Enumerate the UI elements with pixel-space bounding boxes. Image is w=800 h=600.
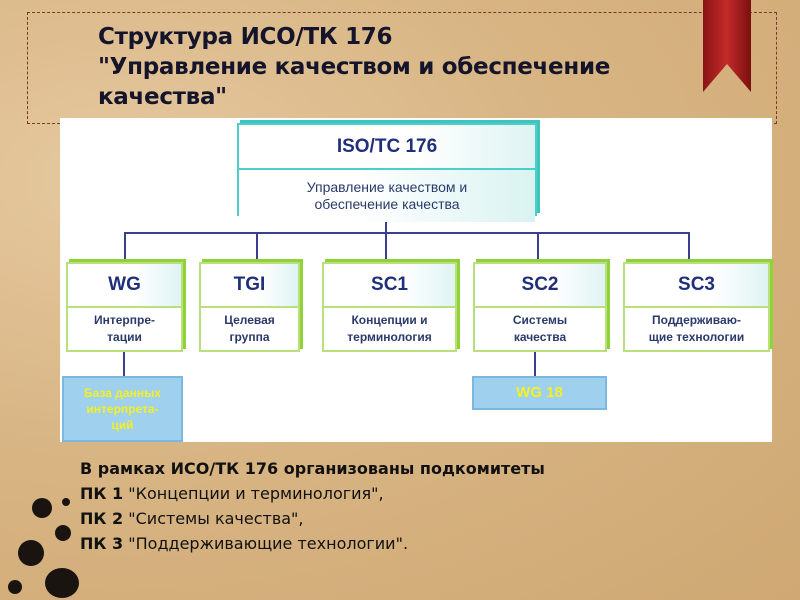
node-sc1: SC1 Концепции и терминология: [322, 262, 457, 352]
connector: [124, 232, 690, 234]
item-code: ПК 1: [80, 484, 124, 503]
node-sc2: SC2 Системы качества: [473, 262, 607, 352]
node-sc3: SC3 Поддерживаю- щие технологии: [623, 262, 770, 352]
node-code: TGI: [201, 264, 298, 308]
root-node: ISO/TC 176 Управление качеством и обеспе…: [237, 123, 537, 222]
item-text: "Поддерживающие технологии".: [123, 534, 409, 553]
connector: [688, 232, 690, 262]
node-name: Целевая группа: [224, 313, 275, 344]
list-item: ПК 2 "Системы качества",: [80, 506, 545, 531]
sc2-sub-node: WG 18: [472, 376, 607, 410]
slide-title: Структура ИСО/ТК 176 "Управление качеств…: [98, 24, 611, 110]
connector: [534, 352, 536, 376]
item-code: ПК 2: [80, 509, 124, 528]
connector: [124, 232, 126, 262]
item-text: "Системы качества",: [123, 509, 304, 528]
list-item: ПК 1 "Концепции и терминология",: [80, 481, 545, 506]
node-code: WG: [68, 264, 181, 308]
body-text: В рамках ИСО/ТК 176 организованы подкоми…: [80, 456, 545, 556]
item-code: ПК 3: [80, 534, 124, 553]
node-tgi: TGI Целевая группа: [199, 262, 300, 352]
node-name: Системы качества: [512, 313, 568, 344]
wg-sub-node: База данных интерпрета- ций: [62, 376, 183, 442]
connector: [256, 232, 258, 262]
node-code: SC1: [324, 264, 455, 308]
node-name: Интерпре- тации: [93, 313, 155, 344]
bookmark-ribbon-icon: [703, 0, 751, 92]
node-code: SC2: [475, 264, 605, 308]
node-code: SC3: [625, 264, 768, 308]
item-text: "Концепции и терминология",: [123, 484, 384, 503]
connector: [385, 232, 387, 262]
connector: [123, 352, 125, 376]
intro-line: В рамках ИСО/ТК 176 организованы подкоми…: [80, 459, 545, 478]
connector: [537, 232, 539, 262]
root-code: ISO/TC 176: [239, 125, 535, 170]
node-wg: WG Интерпре- тации: [66, 262, 183, 352]
root-name: Управление качеством и обеспечение качес…: [239, 170, 535, 222]
connector: [385, 215, 387, 233]
org-chart: ISO/TC 176 Управление качеством и обеспе…: [60, 118, 772, 442]
node-name: Поддерживаю- щие технологии: [648, 313, 745, 344]
list-item: ПК 3 "Поддерживающие технологии".: [80, 531, 545, 556]
node-name: Концепции и терминология: [347, 313, 432, 344]
